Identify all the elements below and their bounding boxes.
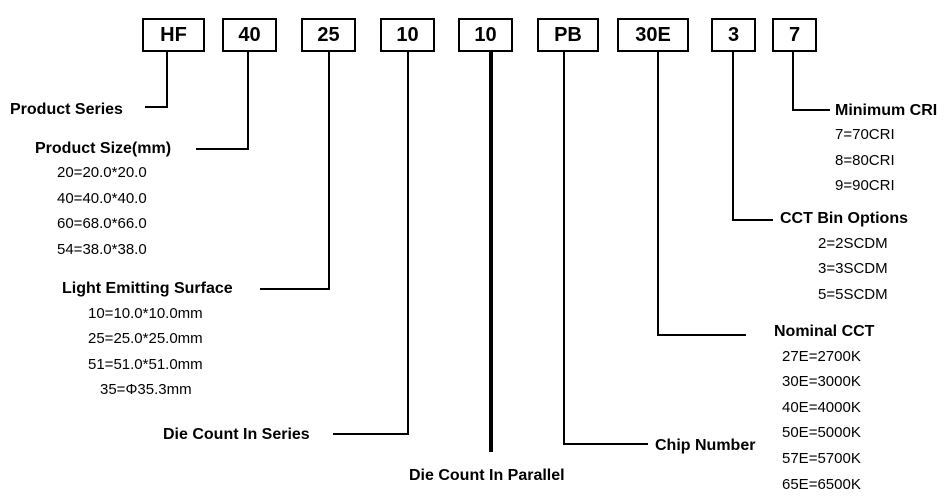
connector-min-cri bbox=[792, 52, 830, 111]
product-size-label: Product Size(mm) bbox=[35, 140, 172, 157]
product-size-option: 60=68.0*66.0 bbox=[57, 215, 147, 232]
cct-bin-label: CCT Bin Options bbox=[780, 210, 908, 227]
surface-option: 25=25.0*25.0mm bbox=[88, 330, 203, 347]
code-box-series: HF bbox=[142, 18, 205, 52]
nominal-cct-option: 57E=5700K bbox=[782, 450, 861, 467]
min-cri-option: 9=90CRI bbox=[835, 177, 895, 194]
nominal-cct-option: 30E=3000K bbox=[782, 373, 861, 390]
min-cri-option: 7=70CRI bbox=[835, 126, 895, 143]
code-box-parallel-count: 10 bbox=[458, 18, 513, 52]
min-cri-label: Minimum CRI bbox=[835, 102, 938, 119]
nominal-cct-option: 40E=4000K bbox=[782, 399, 861, 416]
nominal-cct-label: Nominal CCT bbox=[774, 323, 875, 340]
product-size-option: 54=38.0*38.0 bbox=[57, 241, 147, 258]
cct-bin-option: 5=5SCDM bbox=[818, 286, 888, 303]
code-box-cct: 30E bbox=[617, 18, 689, 52]
product-size-option: 40=40.0*40.0 bbox=[57, 190, 147, 207]
connector-nominal-cct bbox=[657, 52, 746, 336]
code-box-series-count: 10 bbox=[380, 18, 435, 52]
code-box-bin: 3 bbox=[711, 18, 756, 52]
code-box-chip: PB bbox=[537, 18, 599, 52]
connector-product-series bbox=[145, 52, 168, 108]
chip-number-label: Chip Number bbox=[655, 437, 756, 454]
product-series-label: Product Series bbox=[10, 101, 123, 118]
cct-bin-option: 2=2SCDM bbox=[818, 235, 888, 252]
connector-light-emitting-surface bbox=[260, 52, 330, 290]
connector-cct-bin bbox=[732, 52, 773, 221]
nominal-cct-option: 50E=5000K bbox=[782, 424, 861, 441]
die-count-parallel-label: Die Count In Parallel bbox=[409, 467, 565, 484]
connector-product-size bbox=[196, 52, 249, 150]
die-count-series-label: Die Count In Series bbox=[163, 426, 310, 443]
min-cri-option: 8=80CRI bbox=[835, 152, 895, 169]
nominal-cct-option: 27E=2700K bbox=[782, 348, 861, 365]
code-box-cri: 7 bbox=[772, 18, 817, 52]
connector-chip-number bbox=[563, 52, 648, 445]
surface-option: 51=51.0*51.0mm bbox=[88, 356, 203, 373]
code-box-surface: 25 bbox=[301, 18, 356, 52]
product-size-option: 20=20.0*20.0 bbox=[57, 164, 147, 181]
light-emitting-surface-label: Light Emitting Surface bbox=[62, 280, 233, 297]
code-box-size: 40 bbox=[222, 18, 277, 52]
surface-option: 10=10.0*10.0mm bbox=[88, 305, 203, 322]
cct-bin-option: 3=3SCDM bbox=[818, 260, 888, 277]
connector-die-count-series bbox=[333, 52, 409, 435]
nominal-cct-option: 65E=6500K bbox=[782, 476, 861, 493]
surface-option: 35=Φ35.3mm bbox=[100, 381, 192, 398]
